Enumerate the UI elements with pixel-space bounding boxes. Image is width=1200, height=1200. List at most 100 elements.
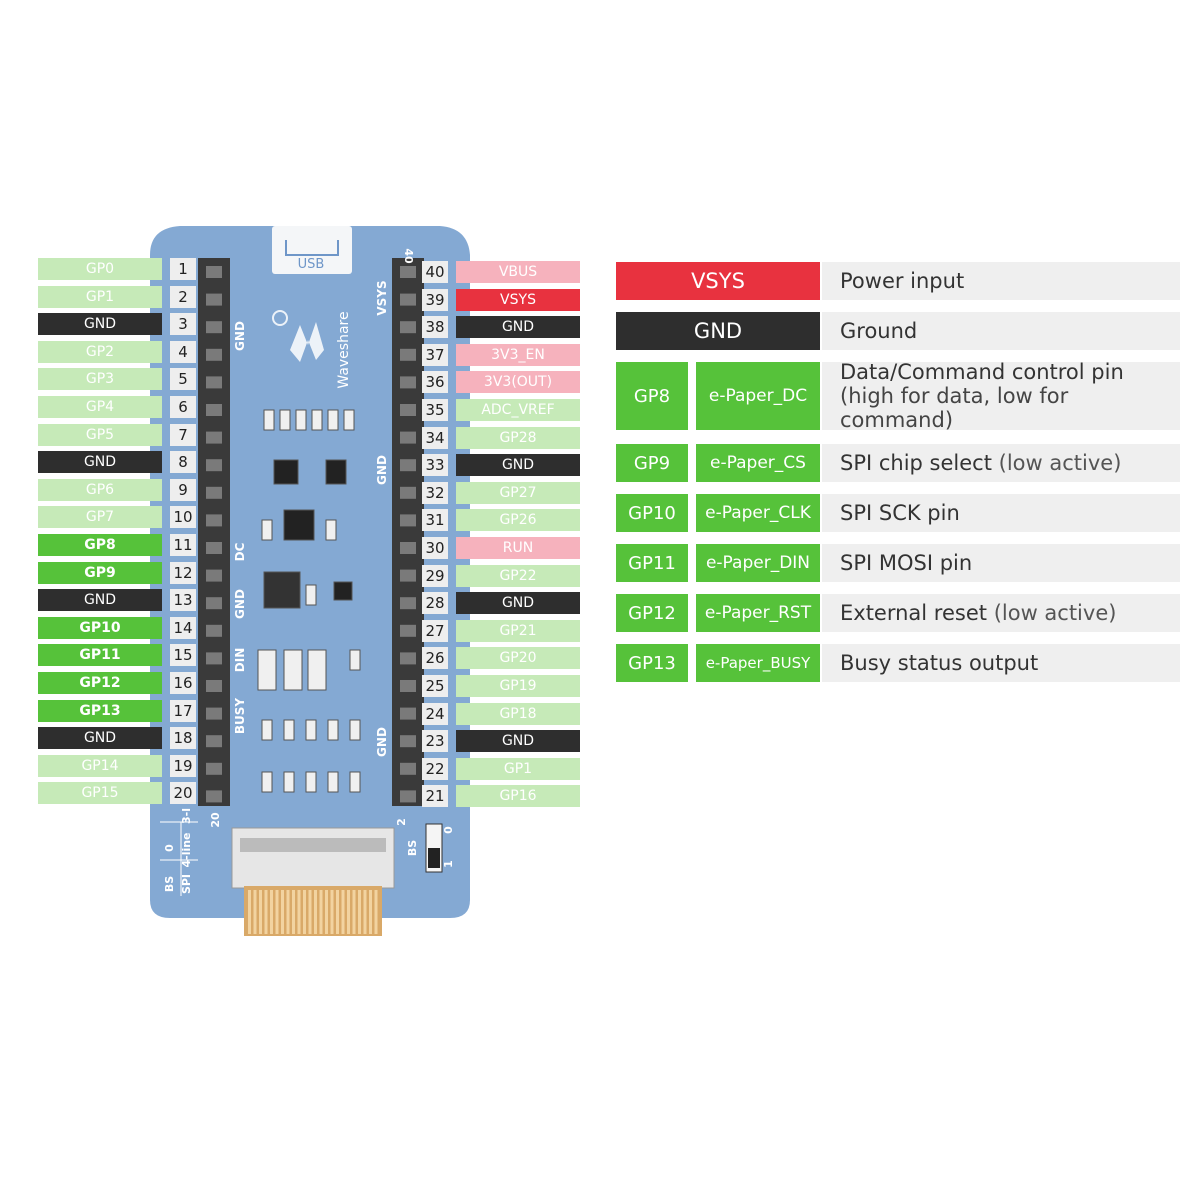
legend-pin: GP9 (616, 444, 688, 482)
pin-label: GND (456, 592, 580, 614)
fpc-trace (320, 890, 323, 934)
pin-number: 21 (422, 785, 448, 807)
pin-label: GND (38, 451, 162, 473)
pin-hole (206, 266, 222, 278)
pin-hole (400, 459, 416, 471)
fpc-trace (248, 890, 251, 934)
pin-hole (206, 570, 222, 582)
fpc-cable (244, 886, 382, 936)
pin-number: 11 (170, 534, 196, 556)
pin-hole (206, 294, 222, 306)
pin-number: 23 (422, 730, 448, 752)
silk-2: 2 (395, 818, 408, 826)
pin-label: ADC_VREF (456, 399, 580, 421)
fpc-trace (265, 890, 268, 934)
pin-number: 6 (170, 396, 196, 418)
silk-bs: BS (163, 876, 176, 892)
fpc-trace (254, 890, 257, 934)
pin-number: 29 (422, 565, 448, 587)
legend-description: Data/Command control pin(high for data, … (822, 362, 1180, 430)
silk-spi: SPI (180, 874, 193, 894)
fpc-trace (358, 890, 361, 934)
pin-number: 27 (422, 620, 448, 642)
pin-hole (400, 708, 416, 720)
pin-number: 14 (170, 617, 196, 639)
pin-label: GP18 (456, 703, 580, 725)
pin-label: GP16 (456, 785, 580, 807)
pin-hole (206, 514, 222, 526)
pin-hole (206, 763, 222, 775)
pin-label: VSYS (456, 289, 580, 311)
legend-description-text: SPI chip select (840, 451, 992, 475)
silk-zero: 0 (163, 844, 176, 852)
pin-hole (400, 597, 416, 609)
pin-number: 8 (170, 451, 196, 473)
silk-din: DIN (233, 648, 247, 672)
pin-number: 31 (422, 509, 448, 531)
fpc-trace (303, 890, 306, 934)
pin-hole (400, 266, 416, 278)
pin-number: 35 (422, 399, 448, 421)
pin-number: 37 (422, 344, 448, 366)
pin-number: 16 (170, 672, 196, 694)
legend-function: e-Paper_BUSY (696, 644, 820, 682)
pin-hole (206, 542, 222, 554)
pin-hole (400, 790, 416, 802)
pin-label: GP9 (38, 562, 162, 584)
legend-function: e-Paper_DIN (696, 544, 820, 582)
fpc-trace (309, 890, 312, 934)
fpc-trace (342, 890, 345, 934)
pin-number: 4 (170, 341, 196, 363)
legend-description-text: Power input (840, 269, 964, 293)
silk-gnd-2: GND (233, 589, 247, 619)
fpc-trace (364, 890, 367, 934)
silk-busy: BUSY (233, 698, 247, 735)
pin-label: GP0 (38, 258, 162, 280)
pin-hole (206, 625, 222, 637)
pin-hole (206, 404, 222, 416)
pin-label: GND (38, 727, 162, 749)
pin-label: GP26 (456, 509, 580, 531)
legend-description-text: SPI MOSI pin (840, 551, 972, 575)
pin-label: GND (38, 313, 162, 335)
pin-number: 39 (422, 289, 448, 311)
silk-gnd-4: GND (375, 727, 389, 757)
legend-description-note: (low active) (994, 601, 1117, 625)
pin-number: 7 (170, 424, 196, 446)
silk-40: 40 (402, 248, 415, 264)
legend-description-text: Data/Command control pin (840, 360, 1124, 384)
fpc-trace (270, 890, 273, 934)
legend-pin: GP8 (616, 362, 688, 430)
pin-number: 22 (422, 758, 448, 780)
legend-row: GP8e-Paper_DCData/Command control pin(hi… (616, 362, 1180, 430)
pin-label: GP3 (38, 368, 162, 390)
pin-number: 15 (170, 644, 196, 666)
fpc-trace (375, 890, 378, 934)
pin-hole (400, 404, 416, 416)
pin-number: 2 (170, 286, 196, 308)
legend-row: GP13e-Paper_BUSYBusy status output (616, 644, 1180, 682)
legend-description-text: SPI SCK pin (840, 501, 960, 525)
pin-hole (206, 376, 222, 388)
silk-gnd-1: GND (233, 321, 247, 351)
fpc-trace (292, 890, 295, 934)
legend-description-sub: (high for data, low for command) (840, 384, 1180, 432)
pin-hole (400, 735, 416, 747)
pin-label: GP20 (456, 647, 580, 669)
pin-label: GP12 (38, 672, 162, 694)
right-header-strip (392, 258, 424, 806)
pin-hole (206, 652, 222, 664)
legend-pin: GND (616, 312, 820, 350)
silk-one-right: 1 (442, 860, 455, 868)
pin-hole (206, 459, 222, 471)
pin-label: GP28 (456, 427, 580, 449)
fpc-trace (353, 890, 356, 934)
fpc-trace (336, 890, 339, 934)
legend-pin: GP13 (616, 644, 688, 682)
legend-description-text: External reset (840, 601, 987, 625)
legend-function: e-Paper_CLK (696, 494, 820, 532)
pin-number: 40 (422, 261, 448, 283)
pin-number: 34 (422, 427, 448, 449)
